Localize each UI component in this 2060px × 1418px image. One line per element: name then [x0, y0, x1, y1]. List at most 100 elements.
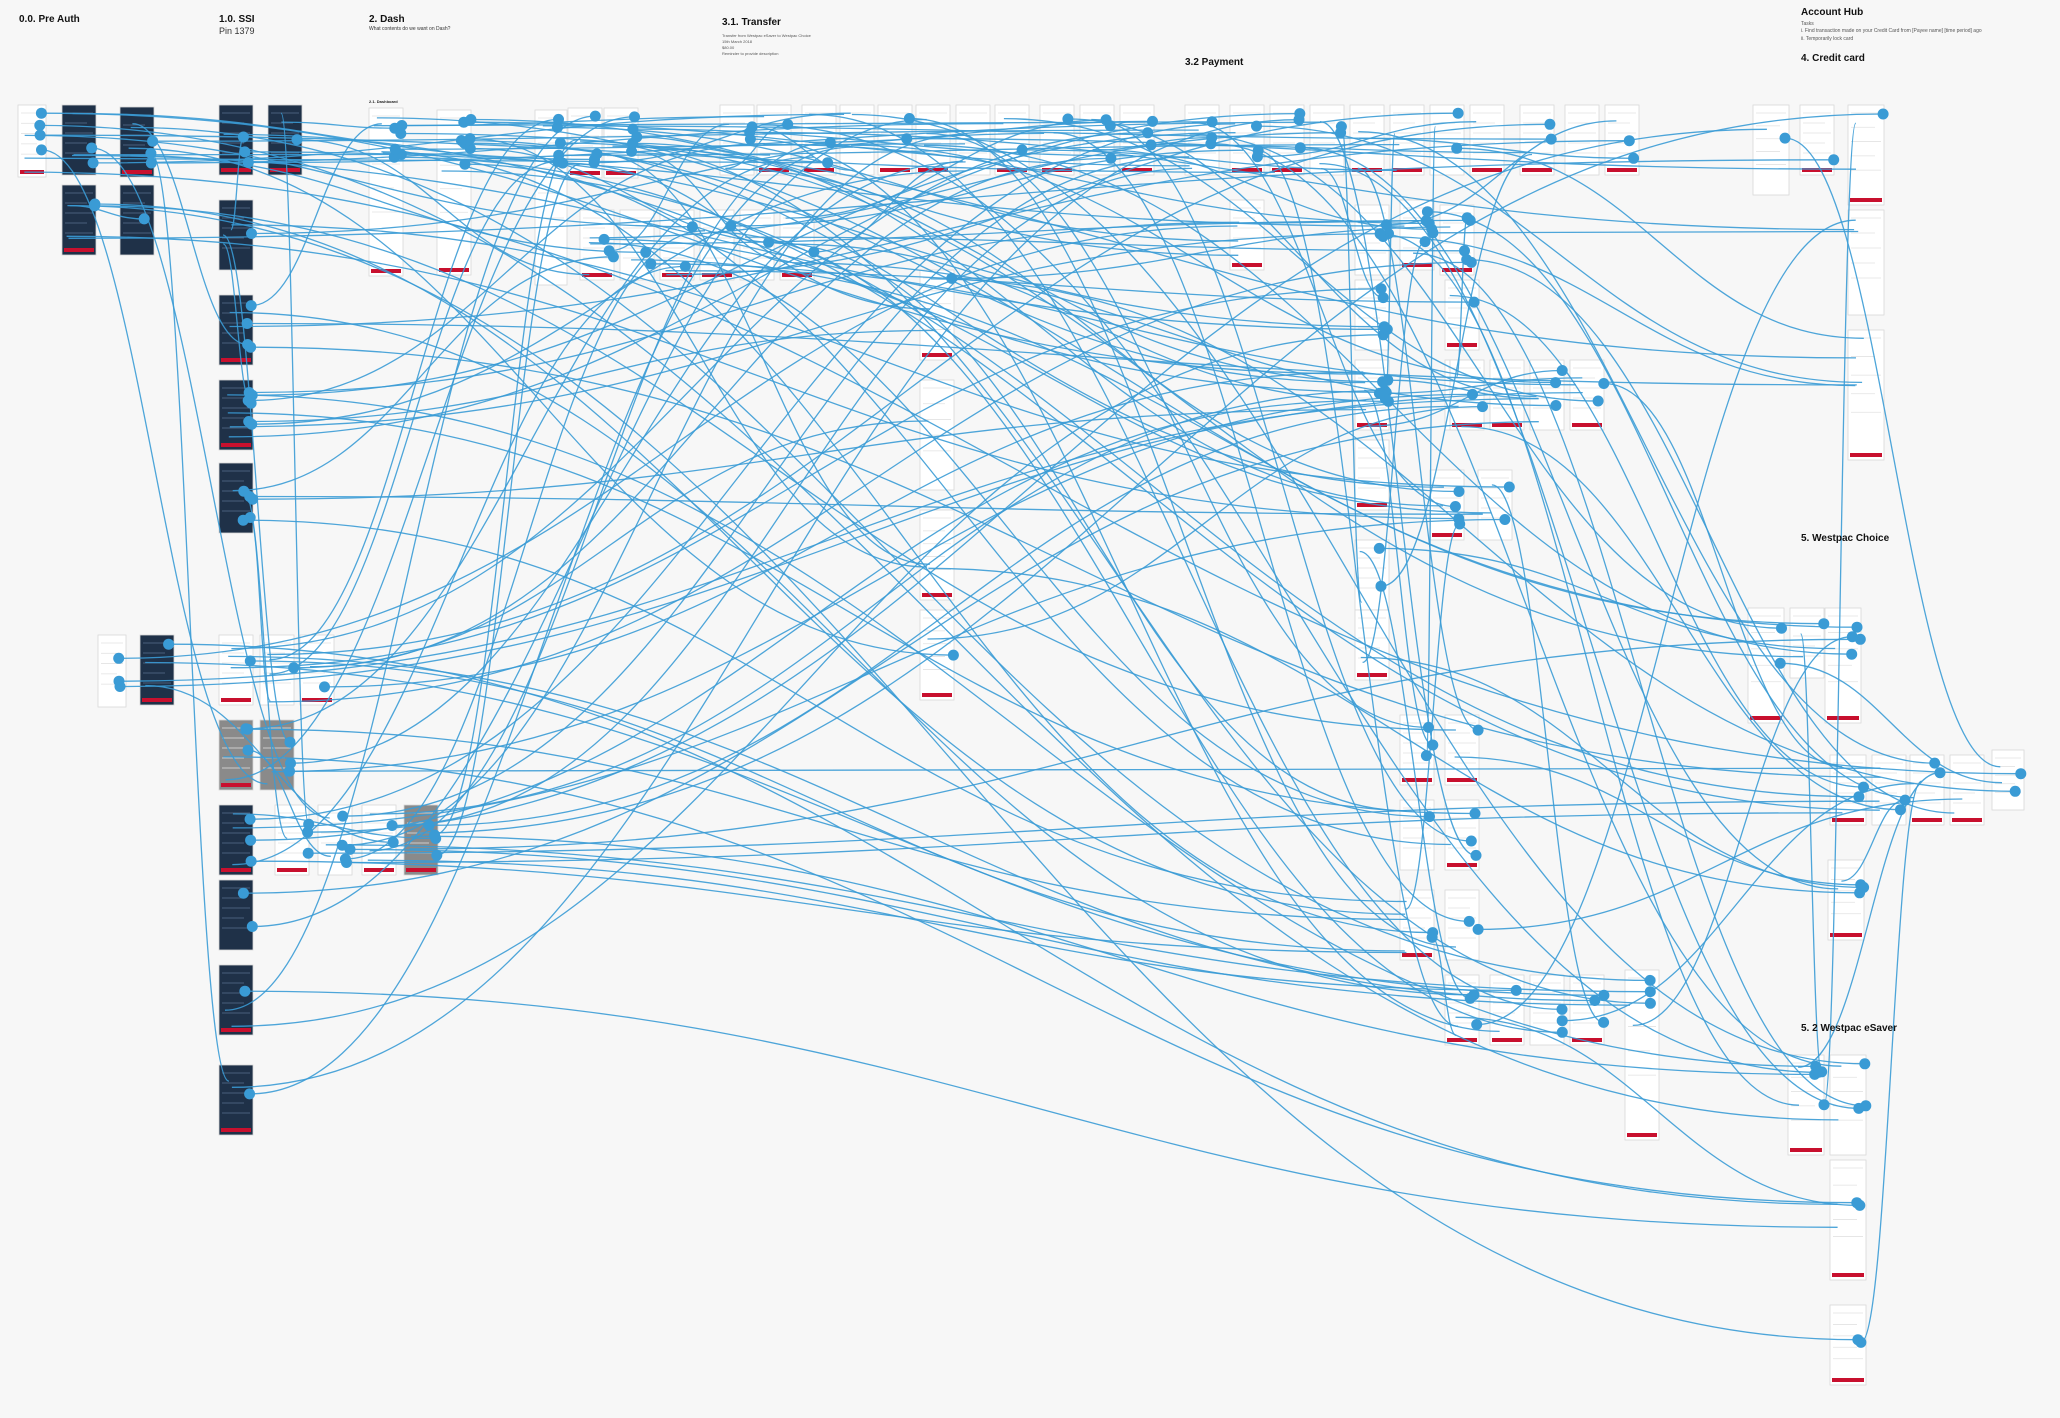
- section-title-westpac-esaver: 5. 2 Westpac eSaver: [1801, 1023, 1897, 1034]
- flow-connector: [590, 220, 1427, 245]
- hotspot-dot: [1104, 120, 1116, 132]
- flow-connector: [376, 117, 1858, 628]
- flow-connector: [1210, 143, 1842, 1067]
- hotspot-dot: [626, 145, 638, 157]
- hotspot-dot: [86, 142, 98, 154]
- flow-connector: [1449, 294, 1864, 788]
- flow-connector: [342, 156, 1190, 817]
- hotspot-dot: [782, 118, 794, 130]
- hotspot-dot: [1464, 992, 1476, 1004]
- flow-connector: [268, 261, 1472, 703]
- flow-connector: [381, 151, 1433, 934]
- hotspot-dot: [1427, 739, 1439, 751]
- flow-connector: [1368, 369, 1563, 427]
- flow-connector: [1191, 121, 1456, 508]
- hotspot-dot: [1628, 152, 1640, 164]
- screen-thumbnail: [97, 634, 127, 708]
- flow-connector: [252, 132, 1236, 396]
- hotspot-dot: [746, 121, 758, 133]
- hotspot-dot: [1510, 984, 1522, 996]
- flow-connector: [1359, 550, 1471, 1000]
- flow-connector: [290, 161, 966, 764]
- flow-connector: [579, 140, 1651, 1004]
- flow-connector: [252, 408, 1367, 500]
- hotspot-dot: [629, 111, 640, 123]
- flow-connector: [247, 728, 1408, 921]
- hotspot-dot: [1421, 206, 1433, 218]
- flow-connector: [1413, 252, 1866, 1107]
- flow-connector: [151, 122, 1004, 164]
- hotspot-dot: [429, 829, 440, 841]
- hotspot-dot: [1598, 989, 1610, 1001]
- flow-connector: [631, 259, 1824, 625]
- flow-connector: [296, 138, 590, 276]
- hotspot-dot: [607, 251, 619, 263]
- hotspot-dot: [725, 220, 737, 232]
- flow-connector: [752, 126, 854, 172]
- hotspot-dot: [246, 921, 258, 932]
- hotspot-dot: [1598, 1016, 1610, 1028]
- screen-thumbnail: [1569, 974, 1605, 1046]
- flow-connector: [1022, 149, 1397, 172]
- screen-thumbnail: [1847, 104, 1885, 206]
- hotspot-dot: [238, 485, 250, 497]
- flow-connector: [464, 163, 1451, 846]
- hotspot-dot: [1470, 849, 1482, 861]
- flow-connector: [243, 421, 1539, 894]
- hotspot-dot: [465, 114, 477, 125]
- flow-connector: [66, 235, 1459, 520]
- flow-connector: [470, 118, 1239, 256]
- flow-connector: [41, 149, 268, 785]
- hotspot-dot: [679, 260, 691, 272]
- flow-connector: [792, 262, 1556, 407]
- hotspot-dot: [243, 387, 255, 398]
- flow-connector: [71, 154, 1388, 331]
- flow-connector: [1319, 120, 1477, 857]
- flow-connector: [289, 767, 1881, 772]
- flow-connector: [928, 567, 1860, 894]
- flow-connector: [562, 162, 930, 310]
- hotspot-dot: [1378, 321, 1390, 333]
- screen-thumbnail: [218, 964, 254, 1036]
- hotspot-dot: [1598, 378, 1610, 389]
- flow-connector: [68, 159, 1834, 239]
- flow-connector: [231, 334, 1384, 1027]
- hotspot-dot: [36, 144, 47, 156]
- hotspot-dot: [1544, 118, 1556, 130]
- hotspot-dot: [1846, 648, 1858, 660]
- hotspot-dot: [1499, 514, 1511, 525]
- section-title-westpac-choice: 5. Westpac Choice: [1801, 533, 1890, 544]
- hotspot-dot: [1859, 1058, 1871, 1070]
- section-subtitle-ssi: Pin 1379: [219, 26, 255, 36]
- hotspot-dot: [1472, 724, 1484, 736]
- hotspot-dot: [808, 246, 820, 258]
- flow-connector: [152, 129, 1199, 142]
- flow-connector: [248, 329, 934, 423]
- hotspot-dot: [1465, 835, 1477, 847]
- flow-connector: [1466, 258, 1955, 814]
- flow-connector: [434, 139, 577, 836]
- account-hub-task: ii. Temporarily lock card: [1801, 36, 1854, 42]
- flow-connector: [604, 238, 1492, 514]
- hotspot-dot: [1623, 135, 1635, 147]
- screen-thumbnail: [1399, 889, 1435, 961]
- hotspot-dot: [645, 258, 657, 270]
- hotspot-dot: [1556, 1003, 1568, 1015]
- hotspot-dot: [1818, 1099, 1830, 1111]
- hotspot-dot: [389, 143, 401, 155]
- hotspot-dot: [284, 765, 295, 777]
- flow-connector: [249, 495, 1483, 515]
- flow-connector: [558, 143, 1400, 156]
- flow-connector: [251, 860, 1407, 954]
- flow-connector: [1379, 377, 1583, 395]
- hotspot-dot: [1644, 974, 1656, 986]
- flow-connector: [269, 160, 558, 675]
- flow-connector: [1455, 1016, 1860, 1207]
- hotspot-dot: [243, 416, 255, 427]
- hotspot-dot: [1929, 757, 1941, 769]
- hotspot-dot: [291, 134, 303, 146]
- flow-connector: [1319, 162, 1859, 1110]
- hotspot-dot: [396, 120, 408, 131]
- hotspot-dot: [245, 300, 257, 312]
- flow-connector: [1358, 131, 1935, 764]
